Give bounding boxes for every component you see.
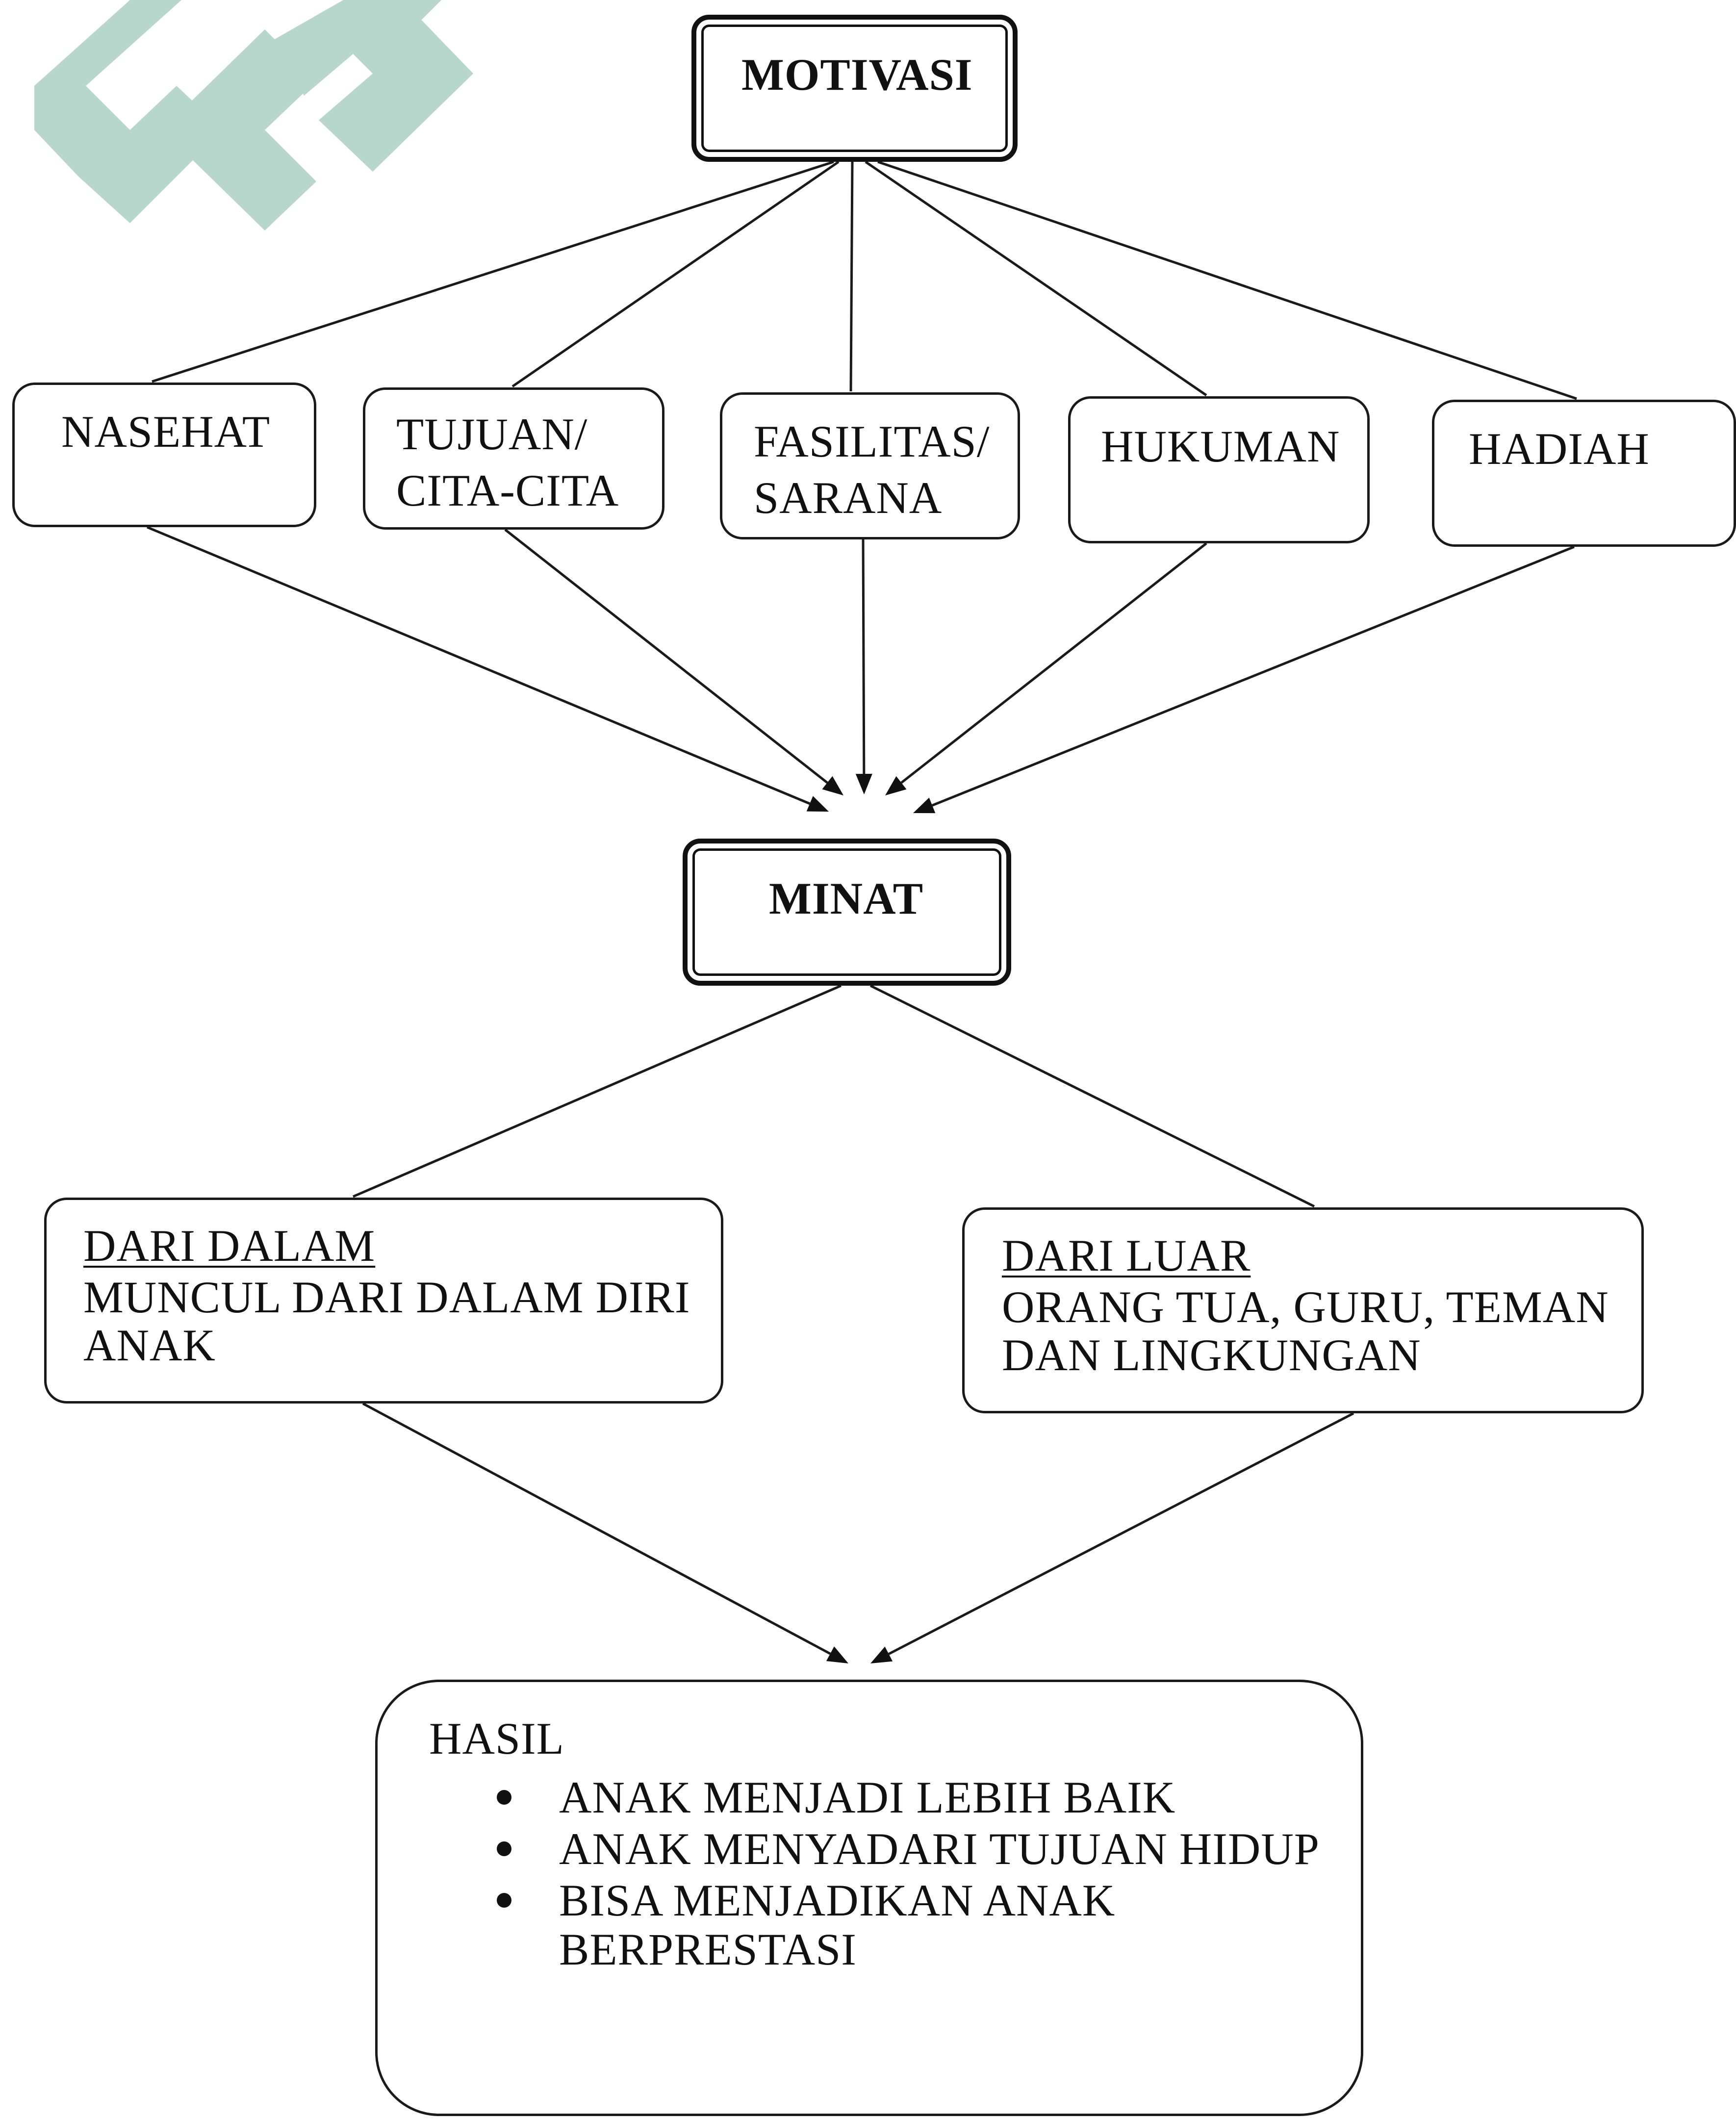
source-box-dari-dalam: [44, 1198, 723, 1404]
arrow-hukuman-minat: [900, 542, 1207, 784]
factor-box-fasilitas: [720, 392, 1020, 539]
arrow-nasehat-minat: [147, 526, 811, 805]
bullet-icon: [497, 1893, 511, 1908]
arrow-tujuan-minat-head: [822, 776, 843, 795]
factor-box-tujuan: [363, 387, 664, 530]
line-motivasi-nasehat: [152, 160, 834, 383]
arrow-nasehat-minat-head: [806, 796, 829, 812]
source-box-dari-luar: [962, 1207, 1644, 1413]
watermark-shape-center: [162, 29, 316, 230]
arrow-hadiah-minat: [932, 545, 1575, 807]
dari-luar-line1: ORANG TUA, GURU, TEMAN: [1002, 1282, 1609, 1332]
watermark-shape-right: [275, 0, 473, 172]
line-motivasi-hukuman: [865, 160, 1207, 397]
minat-box: [683, 839, 1011, 986]
dari-luar-heading: DARI LUAR: [1002, 1230, 1251, 1280]
factor-hadiah-label: HADIAH: [1469, 424, 1650, 474]
factor-box-hadiah: [1432, 400, 1736, 547]
watermark-logo-icon: [34, 0, 473, 230]
factor-tujuan-line1: TUJUAN/: [396, 409, 588, 459]
hasil-bullet-3-line2: BERPRESTASI: [559, 1924, 857, 1974]
arrow-dari-luar-hasil: [888, 1412, 1354, 1655]
line-minat-dari-luar: [869, 984, 1315, 1208]
result-box-hasil: [375, 1680, 1363, 2116]
line-motivasi-tujuan: [511, 160, 840, 388]
factor-nasehat-label: NASEHAT: [61, 407, 271, 457]
dari-dalam-line1: MUNCUL DARI DALAM DIRI: [83, 1272, 690, 1322]
bullet-icon: [497, 1790, 511, 1805]
line-minat-dari-dalam: [353, 984, 842, 1198]
factor-box-nasehat: [12, 383, 316, 527]
watermark-shape-top: [353, 0, 441, 20]
bullet-icon: [497, 1841, 511, 1856]
factor-box-hukuman: [1068, 396, 1370, 543]
factor-tujuan-line2: CITA-CITA: [396, 465, 619, 515]
dari-dalam-heading: DARI DALAM: [83, 1221, 376, 1271]
factor-fasilitas-line1: FASILITAS/: [754, 416, 990, 466]
arrow-dari-dalam-hasil: [362, 1402, 831, 1655]
hasil-bullet-1: ANAK MENJADI LEBIH BAIK: [559, 1772, 1176, 1822]
factor-hukuman-label: HUKUMAN: [1101, 421, 1340, 471]
watermark-shape-left: [34, 0, 223, 223]
hasil-bullet-3-line1: BISA MENJADIKAN ANAK: [559, 1875, 1116, 1925]
minat-label: MINAT: [769, 873, 924, 923]
hasil-heading: HASIL: [429, 1713, 564, 1763]
arrow-dari-dalam-hasil-head: [826, 1646, 848, 1663]
arrow-hadiah-minat-head: [913, 797, 936, 814]
line-motivasi-hadiah: [877, 160, 1577, 400]
arrow-dari-luar-hasil-head: [870, 1646, 893, 1663]
factor-fasilitas-line2: SARANA: [754, 473, 943, 523]
dari-luar-line2: DAN LINGKUNGAN: [1002, 1330, 1421, 1380]
arrow-tujuan-minat: [504, 529, 828, 784]
hasil-bullet-2: ANAK MENYADARI TUJUAN HIDUP: [559, 1824, 1320, 1874]
motivasi-label: MOTIVASI: [741, 50, 973, 100]
dari-dalam-line2: ANAK: [83, 1320, 216, 1370]
arrow-fasilitas-minat: [862, 539, 866, 774]
arrow-hukuman-minat-head: [885, 776, 907, 795]
arrow-fasilitas-minat-head: [855, 773, 872, 794]
motivasi-box: [691, 15, 1018, 162]
line-motivasi-fasilitas: [849, 161, 854, 392]
